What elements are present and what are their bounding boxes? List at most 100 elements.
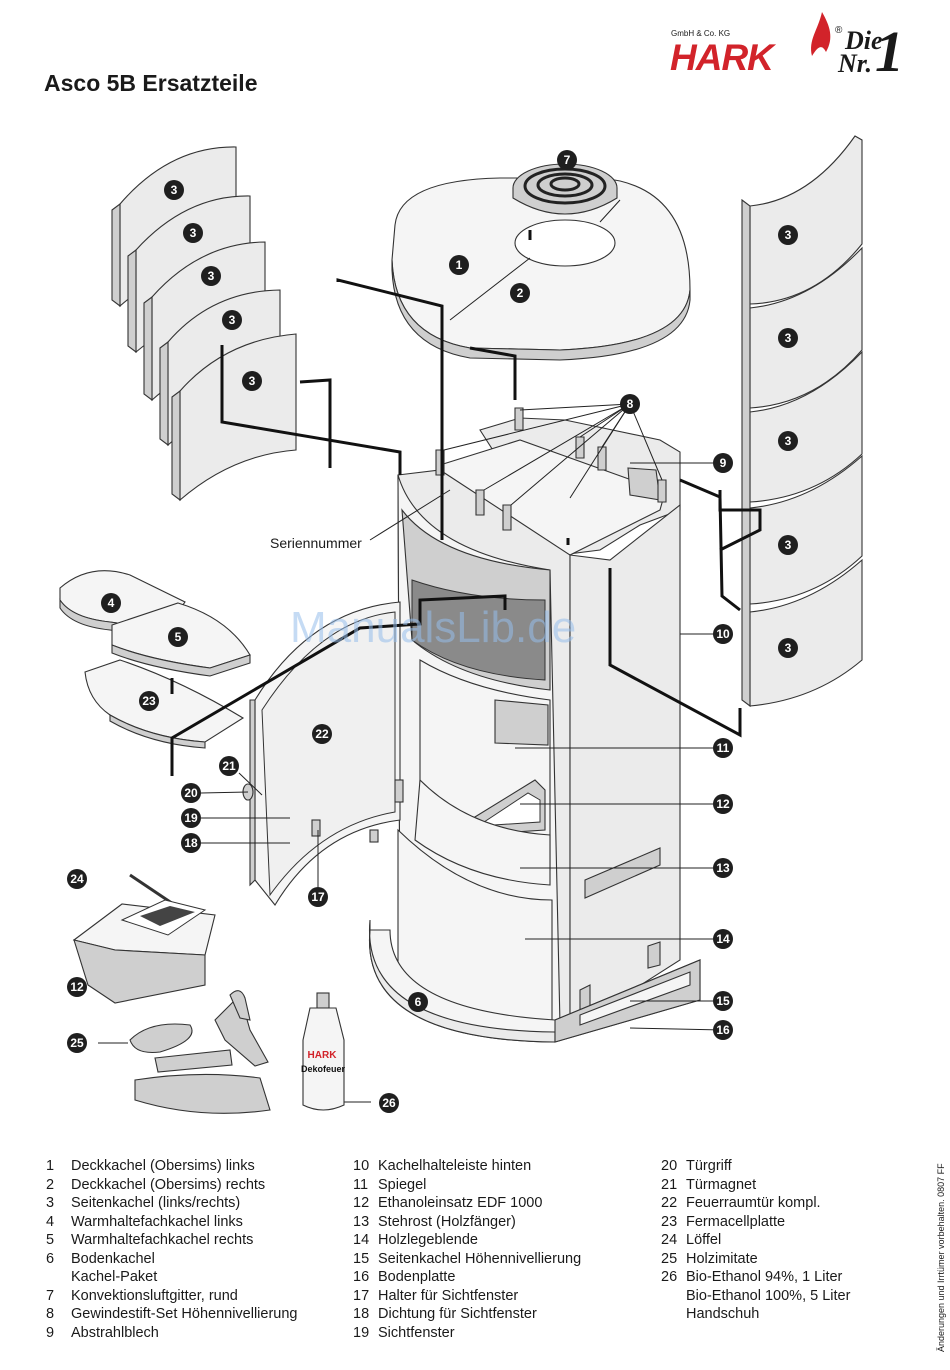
stove-body (368, 407, 701, 1043)
callout-19: 19 (181, 808, 201, 828)
callout-15: 15 (713, 991, 733, 1011)
svg-text:8: 8 (627, 397, 634, 411)
svg-text:13: 13 (716, 861, 730, 875)
svg-text:3: 3 (785, 331, 792, 345)
svg-text:3: 3 (785, 538, 792, 552)
svg-text:26: 26 (382, 1096, 396, 1110)
callout-6: 6 (408, 992, 428, 1012)
callout-3j: 3 (778, 638, 798, 658)
legend-item: Handschuh (686, 1306, 760, 1322)
svg-text:3: 3 (208, 269, 215, 283)
svg-text:19: 19 (184, 811, 198, 825)
disclaimer-note: Änderungen und Irrtümer vorbehalten. 080… (936, 1163, 946, 1352)
svg-text:3: 3 (229, 313, 236, 327)
svg-text:14: 14 (716, 932, 730, 946)
logo-slogan-nr: Nr. (838, 49, 872, 78)
flame-icon (811, 12, 831, 56)
callout-4: 4 (101, 593, 121, 613)
svg-text:4: 4 (108, 596, 115, 610)
svg-text:3: 3 (785, 228, 792, 242)
svg-text:3: 3 (190, 226, 197, 240)
svg-text:23: 23 (142, 694, 156, 708)
legend-item: Kachel-Paket (71, 1269, 158, 1285)
svg-text:9: 9 (720, 456, 727, 470)
legend-item: Bio-Ethanol 100%, 5 Liter (686, 1287, 851, 1304)
svg-text:3: 3 (249, 374, 256, 388)
callout-12a: 12 (713, 794, 733, 814)
wood-imitation-part (129, 990, 271, 1114)
svg-text:7: 7 (564, 153, 571, 167)
callout-14: 14 (713, 929, 733, 949)
ethanol-bottle: HARK Dekofeuer (301, 992, 346, 1111)
svg-text:10: 10 (716, 627, 730, 641)
callout-9: 9 (713, 453, 733, 473)
svg-text:3: 3 (785, 434, 792, 448)
svg-text:22: 22 (315, 727, 329, 741)
svg-text:15: 15 (716, 994, 730, 1008)
svg-text:11: 11 (717, 741, 730, 755)
watermark: ManualsLib.de (290, 603, 577, 652)
convection-grid (512, 163, 618, 215)
svg-text:6: 6 (415, 995, 422, 1009)
logo-registered: ® (835, 25, 843, 36)
exploded-parts-diagram: .p { fill:#ebebeb; stroke:#333; stroke-w… (59, 135, 863, 1114)
callout-12b: 12 (67, 977, 87, 997)
leader-lines (98, 403, 724, 1103)
callout-26: 26 (379, 1093, 399, 1113)
callout-3c: 3 (201, 266, 221, 286)
callout-3e: 3 (242, 371, 262, 391)
logo-slogan-die: Die (845, 26, 883, 55)
callout-3i: 3 (778, 535, 798, 555)
callout-3f: 3 (778, 225, 798, 245)
svg-text:17: 17 (311, 890, 325, 904)
logo-slogan-one: 1 (875, 19, 904, 84)
bottle-brand: HARK (308, 1050, 338, 1061)
svg-text:5: 5 (175, 630, 182, 644)
page-title: Asco 5B Ersatzteile (44, 70, 258, 96)
callout-11: 11 (713, 738, 733, 758)
top-cover-plates (391, 177, 691, 361)
callout-16: 16 (713, 1020, 733, 1040)
callout-3h: 3 (778, 431, 798, 451)
callout-3b: 3 (183, 223, 203, 243)
ethanol-insert-part (72, 899, 216, 1004)
callout-20: 20 (181, 783, 201, 803)
callout-18: 18 (181, 833, 201, 853)
callout-1: 1 (449, 255, 469, 275)
svg-text:25: 25 (70, 1036, 84, 1050)
warming-tiles (59, 570, 251, 749)
svg-text:2: 2 (517, 286, 524, 300)
callout-22: 22 (312, 724, 332, 744)
bottle-label: Dekofeuer (301, 1064, 346, 1074)
callout-7: 7 (557, 150, 577, 170)
side-tiles-left (111, 146, 297, 502)
svg-text:24: 24 (70, 872, 84, 886)
svg-text:12: 12 (716, 797, 730, 811)
fire-door (249, 601, 404, 906)
svg-text:18: 18 (184, 836, 198, 850)
svg-text:1: 1 (456, 258, 463, 272)
callout-2: 2 (510, 283, 530, 303)
